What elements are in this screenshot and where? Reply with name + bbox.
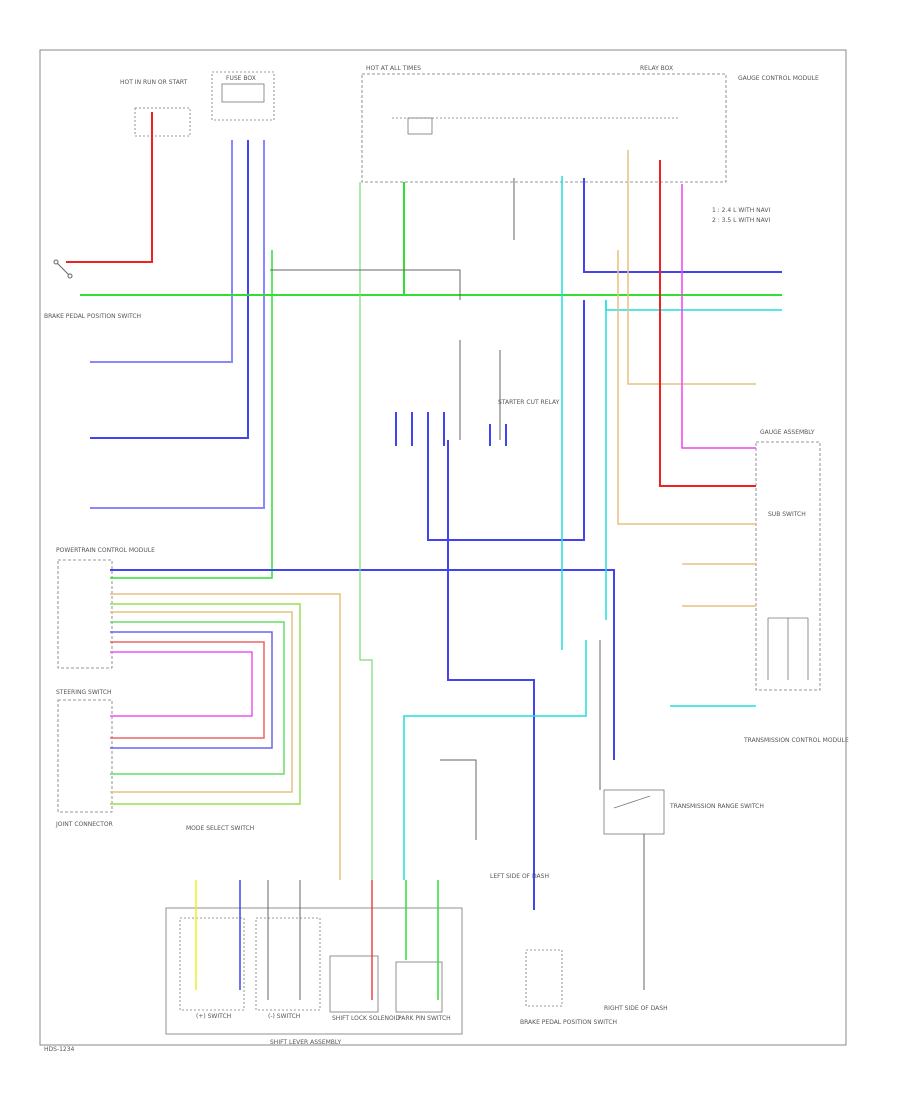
label-gauge-control-module: GAUGE CONTROL MODULE: [738, 75, 819, 82]
pcm-box: [57, 559, 113, 669]
label-pcm: POWERTRAIN CONTROL MODULE: [56, 547, 155, 554]
wire-green-pcm-3: [110, 621, 285, 775]
wire-blue-top: [583, 178, 782, 273]
wire-red-2: [659, 160, 756, 487]
label-starter-cut-relay: STARTER CUT RELAY: [498, 399, 560, 406]
label-ground-right: RIGHT SIDE OF DASH: [604, 1005, 668, 1012]
label-shift-lock-solenoid: SHIFT LOCK SOLENOID: [332, 1015, 401, 1022]
wire-green-pcm-1: [110, 603, 301, 805]
wire-red-1: [66, 112, 153, 263]
wire-blue-3: [90, 140, 265, 509]
wire-blue-pcm-4: [110, 631, 273, 749]
brake-switch-box: [525, 949, 563, 1007]
label-hot-run-start: HOT IN RUN OR START: [120, 79, 188, 86]
wire-tan-pcm-2: [110, 611, 293, 793]
relay-box-right: [361, 73, 727, 183]
label-mode-select: MODE SELECT SWITCH: [186, 825, 254, 832]
wire-tan-2: [617, 250, 756, 525]
wire-blue-2: [90, 140, 249, 439]
steering-switch-box: [57, 699, 113, 813]
wire-green-3: [110, 250, 273, 579]
wire-tan-1: [627, 150, 756, 385]
wire-blue-mid: [110, 569, 615, 760]
label-joint-connector: JOINT CONNECTOR: [55, 821, 113, 828]
wire-magenta-1: [681, 184, 756, 449]
wire-blue-cluster: [395, 412, 507, 446]
wire-tan-5: [110, 593, 341, 880]
label-fuse-box: FUSE BOX: [226, 75, 256, 82]
fuse-box-center: [211, 71, 275, 121]
label-relay-box: RELAY BOX: [640, 65, 673, 72]
wire-green-vert: [359, 182, 373, 880]
wire-blue-4: [427, 300, 585, 541]
wire-blue-5: [447, 440, 535, 910]
brake-switch-symbol: [53, 259, 73, 279]
label-brake-switch: BRAKE PEDAL POSITION SWITCH: [520, 1019, 617, 1026]
label-minus-switch: (-) SWITCH: [268, 1013, 300, 1020]
wire-red-pcm-5: [110, 641, 265, 739]
label-park-pin-switch: PARK PIN SWITCH: [398, 1015, 451, 1022]
label-hot-at-all: HOT AT ALL TIMES: [366, 65, 421, 72]
wire-cyan-2: [605, 300, 782, 311]
wire-gray-group: [267, 178, 645, 1000]
fuse-box-left: [134, 107, 191, 137]
label-tcm: TRANSMISSION CONTROL MODULE: [743, 737, 849, 744]
label-legend-2: 2 : 3.5 L WITH NAVI: [712, 217, 770, 224]
label-ground-left: LEFT SIDE OF DASH: [490, 873, 549, 880]
label-legend-1: 1 : 2.4 L WITH NAVI: [712, 207, 770, 214]
label-plus-switch: (+) SWITCH: [196, 1013, 231, 1020]
label-brake-pedal: BRAKE PEDAL POSITION SWITCH: [44, 313, 141, 320]
wire-magenta-pcm-6: [110, 651, 253, 717]
diagram-frame: [39, 49, 847, 1046]
label-shift-lever-assembly: SHIFT LEVER ASSEMBLY: [270, 1039, 341, 1046]
label-sub-switch: SUB SWITCH: [768, 511, 806, 518]
transmission-range-switch-box: [603, 789, 665, 835]
label-gauge-assembly: GAUGE ASSEMBLY: [760, 429, 815, 436]
label-transmission-range: TRANSMISSION RANGE SWITCH: [669, 803, 764, 810]
footer-code: HDS-1234: [44, 1046, 75, 1053]
wire-blue-1: [90, 140, 233, 363]
wire-cyan-3: [403, 640, 587, 880]
label-steering-switch: STEERING SWITCH: [56, 689, 112, 696]
shift-lever-assembly-box: [165, 907, 463, 1035]
gauge-control-module-box: [755, 441, 821, 691]
